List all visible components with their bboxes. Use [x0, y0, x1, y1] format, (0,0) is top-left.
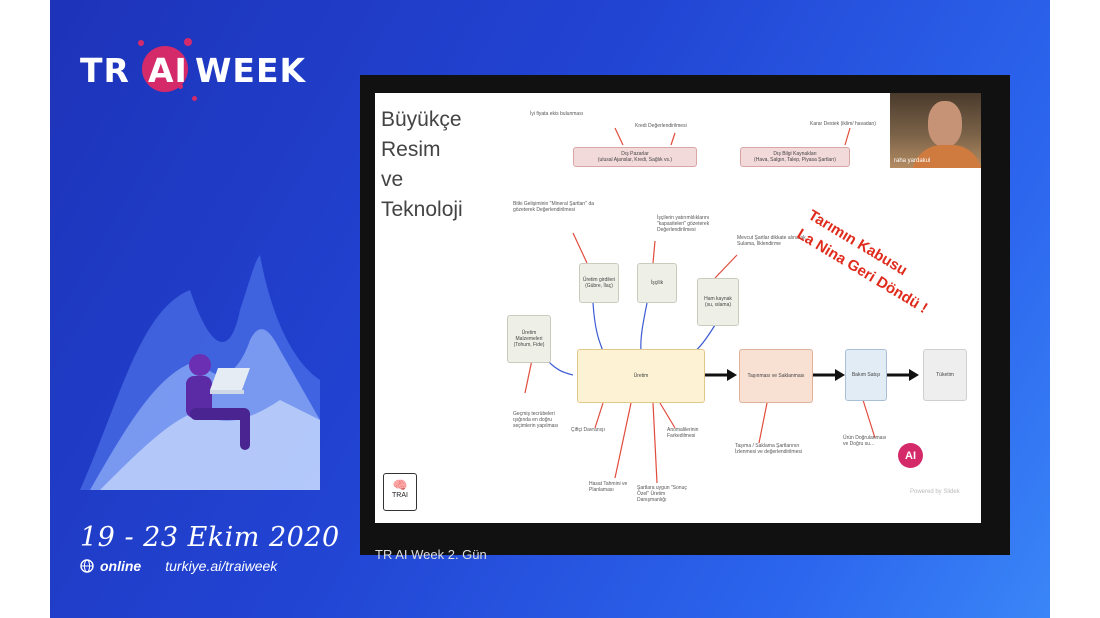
box-uretim-girdileri: Üretim girdileri (Gübre, İlaç)	[579, 263, 619, 303]
logo-dot	[184, 38, 192, 46]
person-head-icon	[189, 354, 211, 376]
event-url-link[interactable]: turkiye.ai/traiweek	[165, 558, 278, 574]
presentation-slide: Büyükçe Resim ve Teknoloji	[375, 93, 981, 523]
note: Karar Destek (iklim/ havadan)	[810, 121, 876, 127]
logo-tr: TR	[80, 51, 130, 90]
logo-week: WEEK	[195, 51, 307, 90]
note: İyi fiyata ekis bulunması	[530, 111, 584, 117]
shared-screen: Büyükçe Resim ve Teknoloji	[360, 75, 1010, 562]
box-dis-bilgi: Dış Bilgi Kaynakları (Hava, Salgın, Tale…	[740, 147, 850, 167]
slide-title: Büyükçe Resim ve Teknoloji	[381, 108, 463, 221]
logo-dot	[138, 40, 144, 46]
note: Çiftçi Davranışı	[571, 427, 605, 433]
trai-week-logo: TR AI WEEK	[80, 38, 305, 104]
note: Mevcut Şartlar dikkate alınarak Sulama, …	[737, 235, 806, 247]
box-uretim: Üretim	[577, 349, 705, 403]
note: Hasat Tahmini ve Planlaması	[589, 481, 628, 493]
flow-arrows	[524, 127, 919, 484]
logo-dot	[178, 84, 183, 89]
logo-dot	[192, 96, 197, 101]
participant-camera-feed: raha yardakul	[890, 93, 981, 168]
brain-icon: 🧠	[392, 478, 408, 492]
powered-by-text: Powered by Slidek	[910, 489, 960, 495]
person-with-laptop-illustration	[80, 255, 320, 490]
box-tuketim: Tüketim	[923, 349, 967, 401]
online-label: online	[100, 558, 142, 574]
participant-face	[928, 101, 962, 147]
note: Anomalilerinin Farkedilmesi	[667, 427, 699, 439]
event-background: TR AI WEEK 19 - 23 Ekim 2020 online turk…	[50, 0, 1050, 618]
participant-name: raha yardakul	[894, 158, 931, 164]
trai-mini-logo: 🧠 TRAI	[383, 473, 417, 511]
ai-badge: AI	[898, 443, 923, 468]
online-info: online turkiye.ai/traiweek	[80, 558, 277, 574]
mini-logo-text: TRAI	[392, 492, 408, 499]
box-ozel-kaynak: Ham kaynak (su, ıslama)	[697, 278, 739, 326]
box-dis-pazarlar: Dış Pazarlar (ulusal Ajanslar, Kredi, Sa…	[573, 147, 697, 167]
participant-shirt	[912, 145, 981, 168]
box-iscilik: İşçilik	[637, 263, 677, 303]
box-tasima: Taşınması ve Saklanması	[739, 349, 813, 403]
laptop-icon	[210, 368, 250, 390]
box-uretim-malzeme: Üretim Malzemeleri (Tohum, Fide)	[507, 315, 551, 363]
event-dates: 19 - 23 Ekim 2020	[80, 522, 340, 553]
note: Geçmiş tecrübeleri ışığında en doğru seç…	[513, 411, 559, 429]
note: Şartlara uygun "Sonuç Özel" Üretim Danış…	[637, 485, 687, 503]
stream-caption: TR AI Week 2. Gün	[375, 547, 487, 562]
note: Ürün Doğrulanması ve Doğru su...	[843, 435, 887, 447]
note: Bitki Gelişiminin "Mineral Şartları" da …	[513, 201, 595, 213]
note: Taşıma / Saklama Şartlarının İzlenmesi v…	[735, 443, 802, 455]
logo-ai: AI	[148, 51, 188, 90]
globe-icon	[80, 559, 94, 573]
box-bakim-satisi: Bakım Satışı	[845, 349, 887, 401]
note: İşçilerin yatırımlılıklarını "kapasitele…	[657, 215, 710, 233]
note: Kredi Değerlendirilmesi	[635, 123, 687, 129]
